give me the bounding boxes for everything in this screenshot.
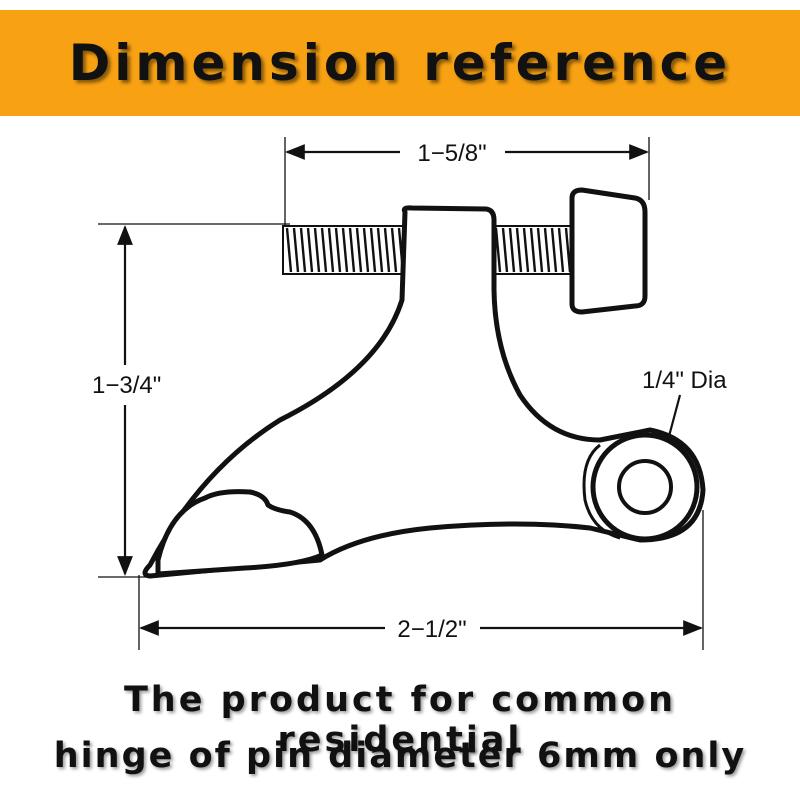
screw-thread	[508, 227, 516, 273]
screw-thread	[334, 227, 342, 273]
screw-thread	[543, 227, 551, 273]
screw-thread	[306, 227, 314, 273]
hinge-body	[142, 205, 706, 579]
screw-thread	[285, 227, 293, 273]
extension-lines	[98, 137, 704, 650]
footer-note-line-2: hinge of pin diameter 6mm only	[53, 736, 747, 776]
screw-thread	[348, 227, 356, 273]
screw-thread	[501, 227, 509, 273]
screw-thread	[564, 227, 572, 273]
top-width-label: 1−5/8"	[417, 140, 486, 167]
dimension-arrows	[117, 144, 703, 636]
screw-thread	[494, 227, 502, 273]
rubber-foot	[155, 489, 325, 577]
footer-note-line-1: The product for common residential	[123, 680, 677, 760]
screw-thread	[390, 227, 398, 273]
screw-thread	[557, 227, 565, 273]
screw-thread	[515, 227, 523, 273]
screw-thread	[355, 227, 363, 273]
screw-thread	[341, 227, 349, 273]
pin-hole-label: 1/4" Dia	[642, 367, 727, 394]
screw-thread	[529, 227, 537, 273]
page-title: Dimension reference	[68, 34, 732, 92]
screw-thread	[522, 227, 530, 273]
height-label: 1−3/4"	[92, 372, 161, 399]
screw-thread	[369, 227, 377, 273]
screw-thread	[327, 227, 335, 273]
screw-thread	[362, 227, 370, 273]
screw-thread	[383, 227, 391, 273]
screw-thread	[536, 227, 544, 273]
pin-hole	[617, 459, 673, 515]
screw-thread	[313, 227, 321, 273]
screw-thread	[550, 227, 558, 273]
body-inner-line	[582, 443, 621, 540]
screw-thread	[320, 227, 328, 273]
screw-thread	[299, 227, 307, 273]
screw-thread	[376, 227, 384, 273]
screw-thread	[292, 227, 300, 273]
base-width-label: 2−1/2"	[397, 616, 466, 643]
rubber-bumper-cap	[569, 187, 648, 315]
header-banner: Dimension reference	[0, 10, 800, 116]
